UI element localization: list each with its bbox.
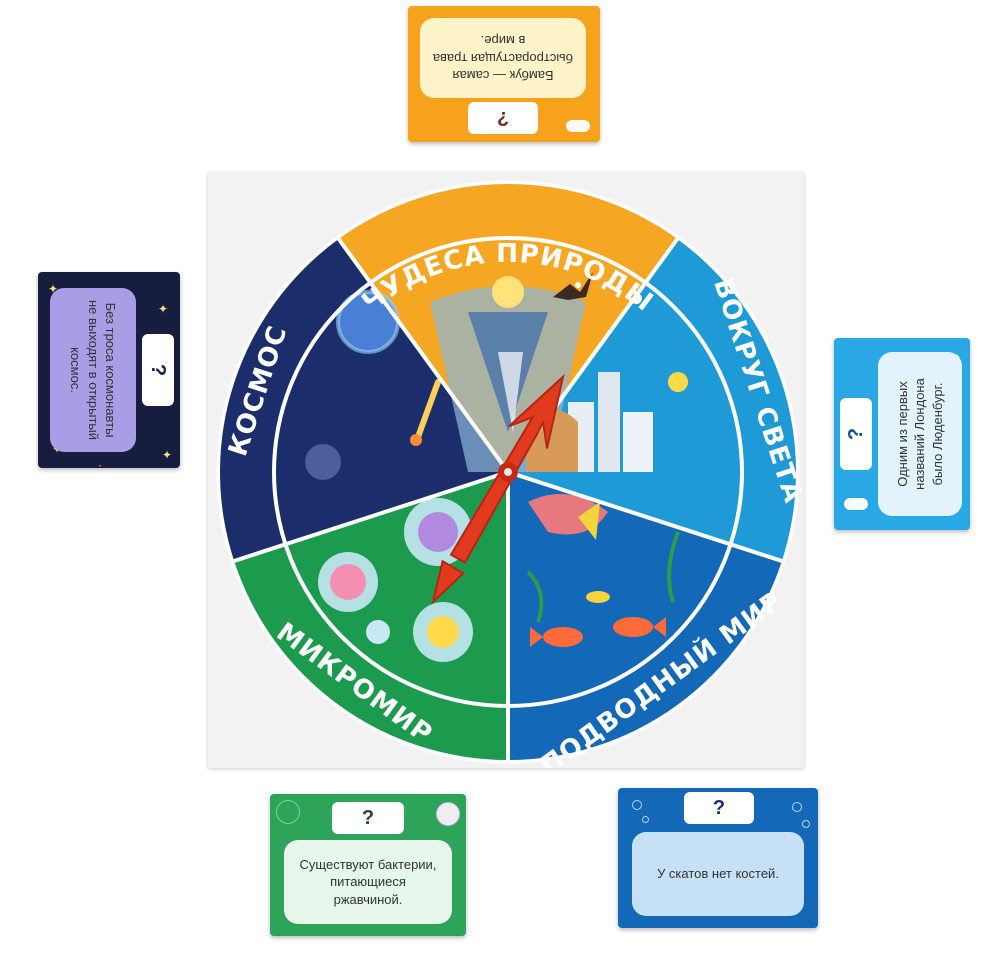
ocean-scene bbox=[526, 494, 680, 647]
card-question-tab: ? bbox=[142, 334, 174, 406]
bubble-decoration bbox=[792, 802, 802, 812]
card-question-tab: ? bbox=[332, 802, 404, 834]
card-fact-text: Без троса космонавты не выходят в открыт… bbox=[50, 288, 136, 452]
bubble-decoration bbox=[802, 820, 810, 828]
sector-world bbox=[508, 239, 796, 561]
card-fact-text: Одним из первых названий Лондона было Лю… bbox=[878, 352, 962, 516]
bubble-decoration bbox=[642, 816, 649, 823]
fact-card-space[interactable]: ✦ ✦ ✦ ✦ · ? Без троса космонавты не выхо… bbox=[38, 272, 180, 468]
card-fact-text: Существуют бактерии, питающиеся ржавчино… bbox=[284, 840, 452, 924]
category-wheel: ЧУДЕСА ПРИРОДЫ ВОКРУГ СВЕТА ПОДВОДНЫЙ МИ… bbox=[216, 180, 804, 768]
star-icon: · bbox=[98, 458, 102, 468]
card-question-tab: ? bbox=[468, 102, 538, 134]
microbe-decoration bbox=[276, 800, 300, 824]
sector-divider bbox=[507, 470, 783, 563]
card-fact-text: У скатов нет костей. bbox=[632, 832, 804, 916]
star-icon: ✦ bbox=[158, 302, 169, 316]
fact-card-micro[interactable]: ? Существуют бактерии, питающиеся ржавчи… bbox=[270, 794, 466, 936]
star-icon: ✦ bbox=[48, 282, 59, 296]
eagle-icon bbox=[553, 272, 593, 300]
cloud-decoration bbox=[844, 498, 868, 510]
card-question-tab: ? bbox=[840, 398, 872, 470]
cloud-decoration bbox=[566, 120, 590, 132]
fact-card-ocean[interactable]: ? У скатов нет костей. bbox=[618, 788, 818, 928]
star-icon: ✦ bbox=[162, 448, 173, 462]
sector-divider bbox=[337, 237, 510, 474]
microbe-scene bbox=[318, 498, 473, 662]
card-fact-text: Бамбук — самая быстрорастущая трава в ми… bbox=[420, 18, 586, 98]
space-scene bbox=[305, 290, 441, 480]
microbe-decoration bbox=[436, 802, 460, 826]
sector-space bbox=[220, 239, 509, 561]
fact-card-world[interactable]: ? Одним из первых названий Лондона было … bbox=[834, 338, 970, 530]
sector-divider bbox=[233, 470, 509, 563]
card-question-tab: ? bbox=[684, 792, 754, 824]
game-board: ЧУДЕСА ПРИРОДЫ ВОКРУГ СВЕТА ПОДВОДНЫЙ МИ… bbox=[208, 172, 804, 768]
fact-card-nature[interactable]: ? Бамбук — самая быстрорастущая трава в … bbox=[408, 6, 600, 142]
bubble-decoration bbox=[632, 800, 642, 810]
spinner-arrow[interactable] bbox=[414, 366, 582, 613]
sector-ocean bbox=[508, 472, 782, 760]
